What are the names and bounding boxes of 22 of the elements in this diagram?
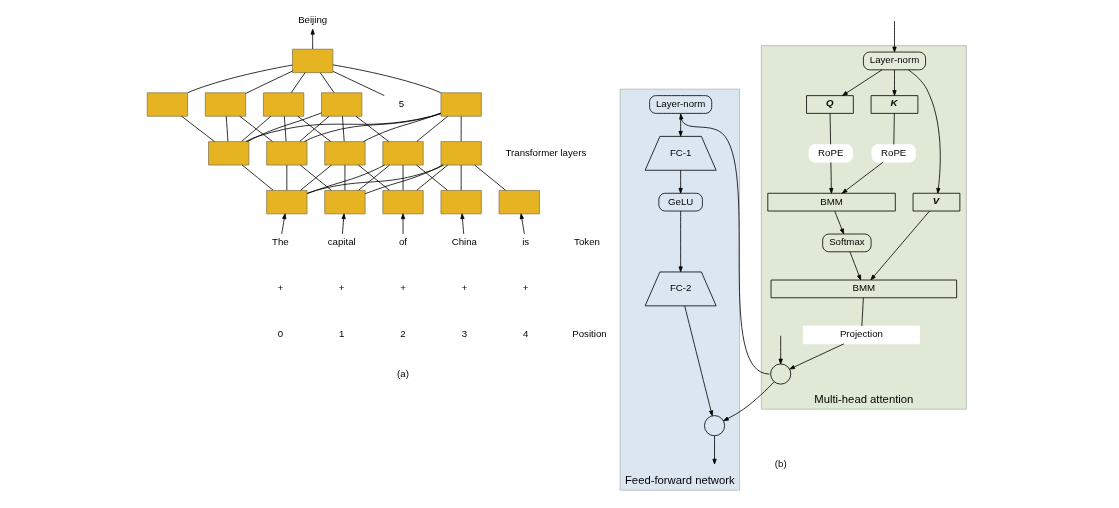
label: Transformer layers	[504, 146, 586, 158]
label: (a)	[396, 367, 409, 379]
label: Token	[573, 236, 600, 248]
label: +	[522, 282, 529, 294]
label: +	[277, 282, 283, 294]
label: +	[461, 282, 467, 294]
label: Position	[571, 328, 607, 340]
label: 1	[338, 328, 344, 340]
label: 0	[277, 328, 283, 340]
node-text: capital	[327, 236, 356, 248]
label: 2	[399, 328, 406, 340]
node-text: 5	[398, 98, 404, 110]
label: 3	[461, 328, 467, 340]
node-text: of	[398, 236, 407, 248]
label: (b)	[774, 458, 787, 470]
node-text: is	[521, 236, 529, 248]
node-text: Beijing	[297, 13, 327, 25]
label: +	[338, 282, 345, 294]
label: +	[399, 282, 406, 294]
node-text: China	[451, 236, 477, 248]
node-text: The	[271, 236, 289, 248]
label: 4	[522, 328, 528, 340]
